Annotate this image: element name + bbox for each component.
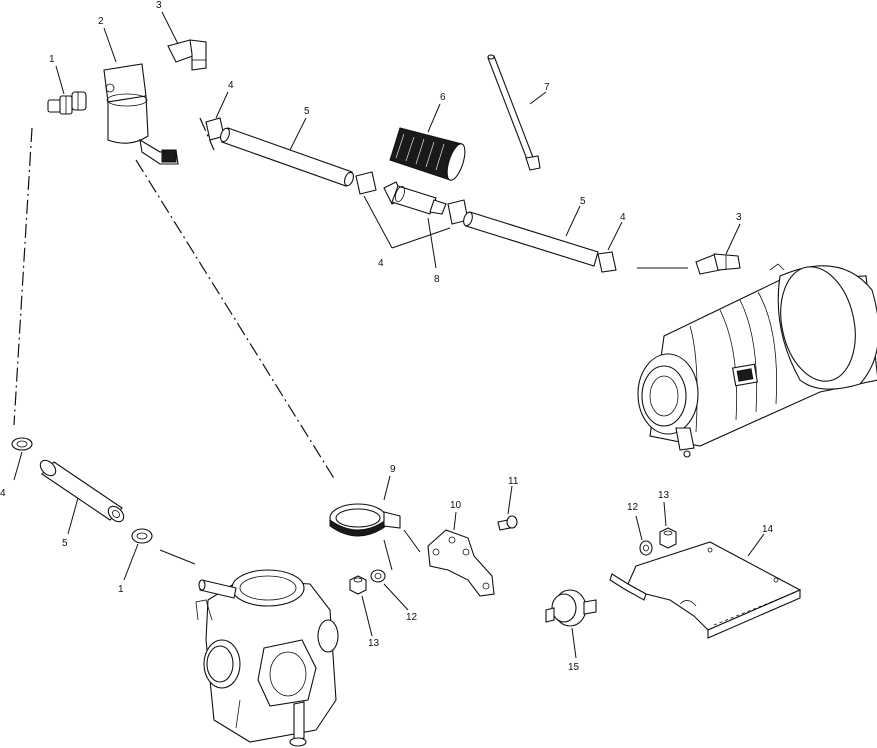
rod-7 — [487, 54, 541, 171]
callout-13-right: 13 — [658, 490, 670, 501]
callout-1-lower: 1 — [118, 584, 124, 595]
callout-13-lower: 13 — [368, 638, 380, 649]
callout-2-top: 2 — [98, 16, 104, 27]
leader-lines — [13, 11, 765, 659]
hose-5-right — [463, 211, 599, 267]
airbox-assembly — [637, 263, 877, 458]
bolt-11 — [497, 515, 518, 531]
callout-5-right: 5 — [580, 196, 586, 207]
elbow-fitting-3-top — [167, 39, 207, 71]
callout-4-right: 4 — [620, 212, 626, 223]
hose-5-top — [219, 127, 355, 187]
callout-12-right: 12 — [627, 502, 639, 513]
callout-labels: 1 2 3 4 5 6 7 4 5 4 8 4 3 1 5 9 11 10 12… — [0, 0, 774, 673]
callout-7: 7 — [544, 82, 550, 93]
clamp-1-lower — [131, 528, 153, 544]
callout-5-top: 5 — [304, 106, 310, 117]
callout-3-right: 3 — [736, 212, 742, 223]
carburetor-assembly — [195, 569, 339, 747]
filter-canister-2 — [103, 63, 179, 165]
clamp-4-right — [597, 251, 617, 273]
callout-5-lower: 5 — [62, 538, 68, 549]
rubber-mount-15 — [545, 589, 597, 627]
callout-12-lower: 12 — [406, 612, 418, 623]
callout-1-top: 1 — [49, 54, 55, 65]
callout-6: 6 — [440, 92, 446, 103]
elbow-fitting-3-right — [695, 253, 741, 275]
clamp-4-left — [11, 437, 33, 451]
mounting-plate-14 — [609, 541, 802, 639]
callout-8: 8 — [434, 274, 440, 285]
callout-9: 9 — [390, 464, 396, 475]
hose-5-lower — [39, 459, 125, 523]
bracket-10 — [427, 529, 495, 597]
callout-4-left: 4 — [0, 488, 6, 499]
washer-12-right — [639, 540, 653, 556]
callout-3-top: 3 — [156, 0, 162, 11]
callout-15: 15 — [568, 662, 580, 673]
band-clamp-9 — [329, 503, 401, 537]
callout-bracket-4-8 — [363, 195, 451, 269]
inline-filter-8 — [383, 181, 447, 215]
callout-4-center: 4 — [378, 258, 384, 269]
callout-11: 11 — [508, 476, 519, 487]
filter-sleeve-6 — [389, 127, 466, 181]
fitting-1-top — [47, 91, 87, 115]
nut-13-right — [659, 527, 677, 549]
clamp-4-mid-left — [355, 171, 377, 195]
guide-lines — [13, 117, 688, 571]
callout-4-top: 4 — [228, 80, 234, 91]
callout-14: 14 — [762, 524, 774, 535]
callout-10: 10 — [450, 500, 462, 511]
washer-12-lower — [370, 569, 386, 583]
nut-13-lower — [349, 575, 367, 595]
